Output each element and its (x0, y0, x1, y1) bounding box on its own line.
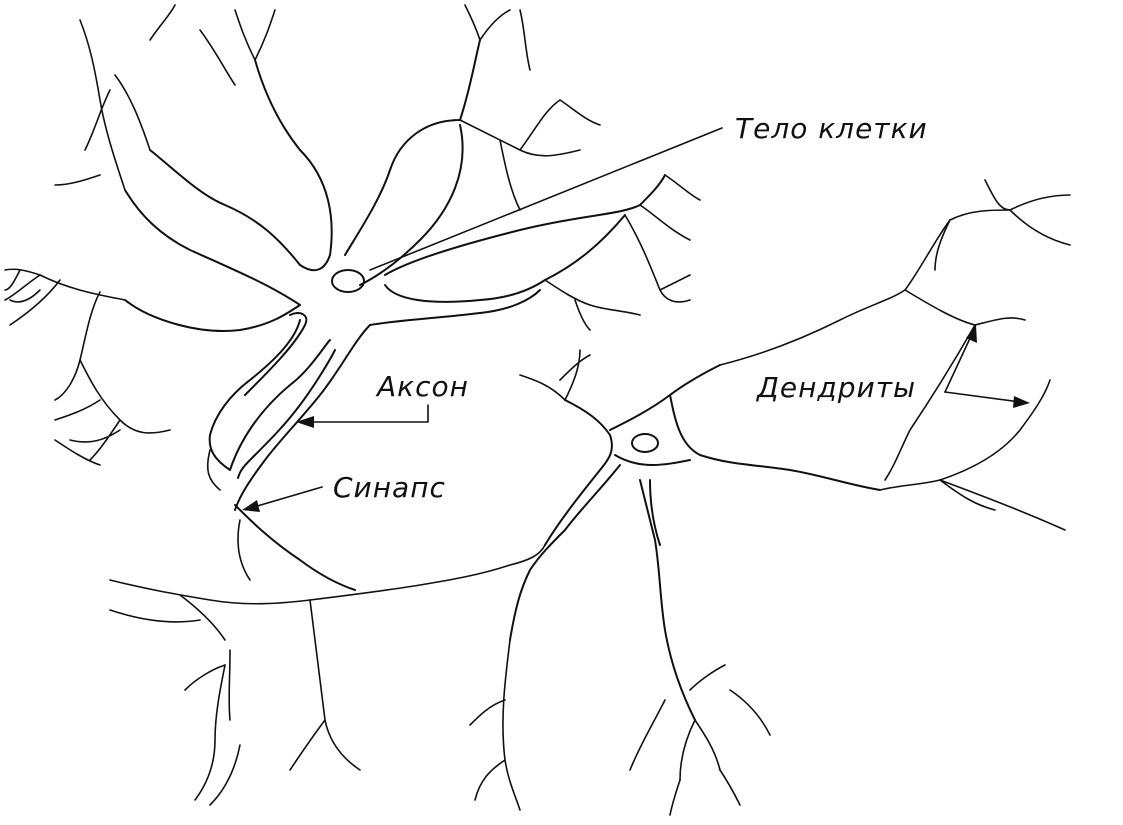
neuron-1-dendrite-top-3 (150, 5, 275, 60)
neuron-2-dendrite-low-3 (670, 690, 770, 815)
neuron-1-dendrite-top-4 (55, 30, 235, 185)
neuron-1-dendrite-top-2 (85, 75, 150, 150)
annotations (242, 128, 1030, 512)
neuron-2 (510, 180, 1070, 815)
neuron-1-loop (245, 313, 306, 395)
connection-lower-left (110, 545, 545, 604)
neuron-2-soma-left (545, 400, 612, 545)
connection-lower-down-1 (195, 665, 225, 800)
neuron-2-nucleus (632, 434, 658, 452)
neuron-1-upper-process (150, 60, 332, 270)
neuron-1-dendrite-right-2 (625, 215, 690, 302)
neuron-1-dendrite-left-4 (55, 360, 170, 433)
synapse-label: Синапс (333, 471, 446, 504)
axon-label: Аксон (375, 370, 469, 403)
neuron-1-nucleus (332, 270, 364, 292)
neuron-2-dendrite-low-1 (680, 720, 720, 780)
neuron-1-dendrite-right-3 (545, 280, 640, 330)
neuron-1-soma-outline (125, 190, 300, 331)
neuron-1-dendrite-top-7 (520, 100, 600, 150)
neuron-1-dendrite-right-1 (640, 175, 700, 240)
dendrites-arrowhead-2 (1013, 396, 1030, 408)
axon-arrowhead (296, 416, 314, 428)
neuron-1-dendrite-top-6 (460, 120, 580, 210)
cell-body-pointer-line (370, 128, 722, 270)
lower-connections (110, 505, 545, 810)
dendrites-label: Дендриты (755, 371, 916, 404)
neuron-2-dendrite-r-3 (905, 210, 1070, 325)
labels: Тело клетки Аксон Синапс Дендриты (333, 112, 928, 504)
neuron-2-soma-right (670, 395, 880, 490)
axon-arrow-line (308, 405, 428, 422)
connection-main (235, 505, 355, 590)
neuron-1-axon-inner (238, 350, 335, 478)
neuron-1-dendrite-left-5 (55, 420, 120, 465)
connection-lower-down-3 (470, 640, 520, 810)
synapse-arrowhead (242, 500, 260, 512)
neuron-2-soma-top (610, 365, 720, 430)
neuron-2-dendrite-r-1 (720, 220, 950, 365)
neuron-1-dendrite-left-3 (10, 280, 60, 325)
neuron-2-lower-process (640, 480, 695, 720)
connection-lower-down-4 (210, 650, 240, 805)
neuron-1-upper-process-2 (345, 40, 480, 255)
neuron-1-left-process (210, 320, 330, 470)
connection-lower-down-2 (290, 600, 360, 770)
neuron-1-dendrite-left-1 (5, 269, 125, 300)
cell-body-label: Тело клетки (735, 112, 928, 145)
neuron-2-lower-process-2 (510, 465, 620, 640)
dendrites-arrow-line-2 (945, 392, 1020, 402)
neuron-2-dendrite-r-5 (885, 325, 995, 510)
neuron-1-right-lower (385, 175, 665, 275)
dendrites-arrowhead-1 (966, 325, 977, 343)
synapse-arrow-line (254, 487, 322, 507)
dendrites-arrow-line-1 (945, 334, 972, 392)
connection-lower-left-2 (110, 595, 225, 690)
neuron-2-dendrite-ul-1 (520, 350, 590, 400)
